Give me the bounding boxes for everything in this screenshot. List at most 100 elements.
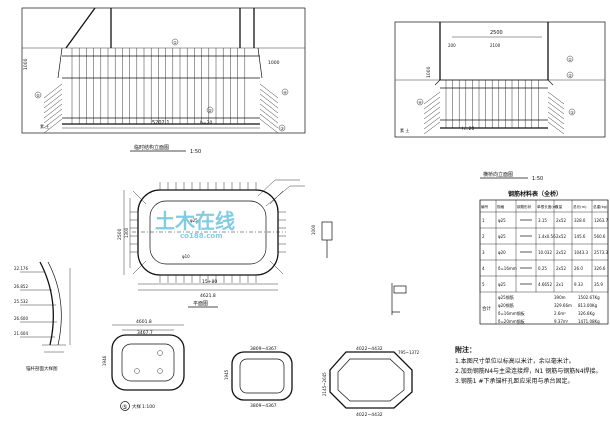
- watermark-text: 土木在线: [155, 209, 235, 233]
- anchor-rod: [423, 106, 441, 120]
- anchor-rod: [423, 96, 441, 110]
- plan-inner-ring: [149, 200, 267, 265]
- sec-b-dim-1: 3809~4367: [250, 346, 277, 352]
- anchor-rod: [43, 93, 63, 109]
- table-cell: 326.6: [594, 266, 606, 271]
- sec-a-dim-1: 4601.8: [136, 319, 152, 325]
- callout-2: ②: [208, 108, 212, 113]
- left-dim-bottom: 5202.1: [152, 120, 170, 126]
- left-elevation-frame: [21, 7, 306, 134]
- table-cell: 2x52: [556, 234, 566, 239]
- anchor-rod: [259, 108, 279, 124]
- table-title: 钢筋材料表（全桥）: [508, 190, 562, 198]
- table-cell: 4: [482, 266, 485, 271]
- notes-block: 附注： 1.本图尺寸单位以标高以米计，余以毫米计。 2.加劲钢筋N4与主梁连接焊…: [455, 345, 605, 387]
- section-a-label: 大样: [132, 403, 141, 410]
- anchor-rod: [259, 118, 279, 134]
- table-cell: 3: [482, 250, 485, 255]
- anchor-rod: [43, 113, 63, 129]
- section-b-outline: [231, 351, 293, 401]
- anchor-rod: [259, 113, 279, 129]
- anchor-rod: [43, 118, 63, 134]
- sum-cell: 2.6m²: [554, 311, 566, 316]
- plan-bar: [132, 190, 141, 199]
- table-header-cell: 钢筋形状: [517, 204, 532, 209]
- table-header-cell: 编号: [481, 204, 489, 209]
- table-cell: 4.6652: [538, 282, 552, 287]
- r-callout-2: ②: [568, 73, 572, 78]
- table-cell: 35.9: [594, 282, 603, 287]
- table-header-cell: 单根长度(m): [537, 204, 558, 209]
- callout-3: ③: [280, 126, 284, 131]
- right-elevation-piles: [445, 80, 539, 128]
- sum-cell: φ25钢筋: [498, 294, 514, 300]
- right-elevation-title: 横桥向立面图: [483, 171, 513, 178]
- plan-dim-bottom-2: 15+80: [202, 279, 217, 285]
- right-elevation-scale: 1:50: [532, 176, 543, 182]
- table-header-cell: 数量: [555, 204, 563, 209]
- table-cell: 2: [482, 234, 485, 239]
- anchor-rod: [423, 121, 441, 135]
- table-cell: 2x52: [556, 266, 566, 271]
- sum-cell: 390m: [554, 295, 566, 300]
- note-1: 1.本图尺寸单位以标高以米计，余以毫米计。: [455, 358, 575, 365]
- anchor-rod: [547, 106, 565, 120]
- anchor-rod: [259, 98, 279, 114]
- sum-cell: 9.37m²: [554, 319, 569, 324]
- sum-cell: 329.66m: [554, 303, 572, 308]
- callout-4: ④: [283, 90, 287, 95]
- right-dim-top-2: 200: [448, 43, 456, 48]
- plan-bar: [132, 266, 141, 275]
- plan-dim-left: 2500: [117, 228, 123, 240]
- anchor-rod: [423, 91, 441, 105]
- section-views: 4601.8 3467.7 1946 ⑤ 大样 1:100 3809~4367 …: [102, 319, 420, 418]
- sec-c-dim-2: 4022~4432: [356, 412, 383, 418]
- note-2: 2.加劲钢筋N4与主梁连接焊，N1 钢筋与钢筋N4焊接。: [455, 368, 602, 375]
- left-dim-side: 1000: [268, 60, 280, 66]
- right-anchor-rods: [259, 83, 279, 134]
- table-cell: 9.33: [574, 282, 583, 287]
- anchor-rod: [547, 121, 565, 135]
- sum-cell: 1502.67Kg: [578, 295, 600, 300]
- sec-b-dim-2: 3809~4367: [250, 403, 277, 409]
- anchor-rod: [547, 116, 565, 130]
- table-sum-label: 合计: [482, 305, 491, 312]
- note-3: 3.钢筋1 #下承锚杆孔距应采用与承台固定。: [455, 378, 574, 385]
- table-cell: 0.25: [538, 266, 547, 271]
- left-callouts: ① ② ③ ④ ⑤: [34, 38, 289, 132]
- anchor-rod: [423, 116, 441, 130]
- r-callout-3: ③: [570, 110, 574, 115]
- section-a-inner: [121, 343, 175, 382]
- anchor-rod: [547, 101, 565, 115]
- table-cell: δ=16mm: [498, 266, 517, 271]
- detail-dim-3: 25.532: [14, 299, 28, 304]
- section-a-outer: [111, 334, 185, 391]
- right-right-anchors: [547, 91, 565, 135]
- left-cofferdam-walls: [65, 7, 255, 49]
- right-dim-side: 1000: [426, 66, 432, 78]
- detail-dim-1: 22.176: [14, 266, 28, 271]
- right-dim-top-1: 2500: [490, 30, 503, 36]
- table-cell: 26.0: [574, 266, 583, 271]
- anchor-rod: [43, 108, 63, 124]
- anchor-rod: [259, 83, 279, 99]
- sec-a-dim-2: 3467.7: [137, 330, 153, 336]
- plan-dim-bottom-1: 4621.8: [200, 293, 216, 299]
- callout-1: ①: [173, 40, 177, 45]
- watermark-sub: co188.com: [180, 232, 222, 240]
- anchor-detail-section: 22.176 26.852 25.532 26.600 21.604 锚杆剖面大…: [14, 261, 71, 372]
- table-cell: 1043.3: [574, 250, 588, 255]
- anchor-rod: [547, 96, 565, 110]
- section-c-outline: [329, 351, 413, 409]
- table-header-cell: 总重(kg): [593, 204, 608, 209]
- table-cell: 328.0: [574, 218, 586, 223]
- sum-cell: φ20钢筋: [498, 302, 514, 308]
- left-elevation-title: 临时结构立面图: [134, 144, 169, 151]
- r-callout-4: ④: [418, 100, 422, 105]
- callout-5: ⑤: [36, 93, 40, 98]
- table-cell: 145.6: [574, 234, 586, 239]
- sum-cell: δ=20mm钢板: [498, 318, 525, 324]
- anchor-rod: [43, 83, 63, 99]
- table-cell: 2573.3: [594, 250, 608, 255]
